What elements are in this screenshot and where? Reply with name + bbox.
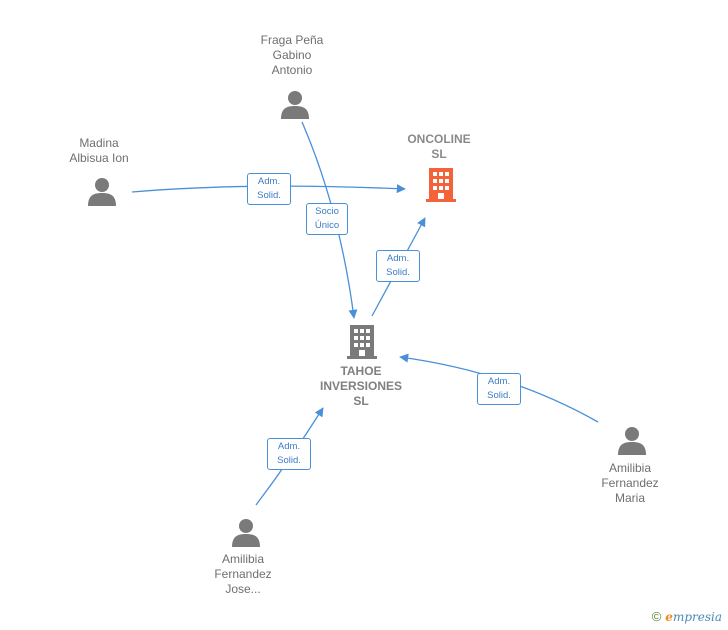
copyright-symbol: © (651, 609, 662, 624)
node-label-amilibia-maria[interactable]: Amilibia Fernandez Maria (601, 461, 659, 505)
person-icon[interactable] (88, 178, 116, 206)
edge-label-tahoe-oncoline: Adm. Solid. (376, 250, 420, 282)
building-icon[interactable] (347, 325, 377, 359)
brand-name: mpresia (672, 610, 722, 624)
brand-logo-e: e (665, 610, 673, 624)
brand-footer: ©empresia (652, 609, 722, 624)
edge-label-maria-tahoe: Adm. Solid. (477, 373, 521, 405)
node-label-tahoe[interactable]: TAHOE INVERSIONES SL (319, 364, 403, 408)
building-icon[interactable] (426, 168, 456, 202)
node-label-oncoline[interactable]: ONCOLINE SL (407, 132, 471, 161)
person-icon[interactable] (618, 427, 646, 455)
edge-label-madina-oncoline: Adm. Solid. (247, 173, 291, 205)
node-label-amilibia-jose[interactable]: Amilibia Fernandez Jose... (214, 552, 272, 596)
person-icon[interactable] (232, 519, 260, 547)
edge-label-jose-tahoe: Adm. Solid. (267, 438, 311, 470)
node-label-fraga[interactable]: Fraga Peña Gabino Antonio (260, 33, 324, 77)
edge-label-fraga-tahoe: Socio Único (306, 203, 348, 235)
node-label-madina[interactable]: Madina Albisua Ion (69, 136, 129, 165)
person-icon[interactable] (281, 91, 309, 119)
